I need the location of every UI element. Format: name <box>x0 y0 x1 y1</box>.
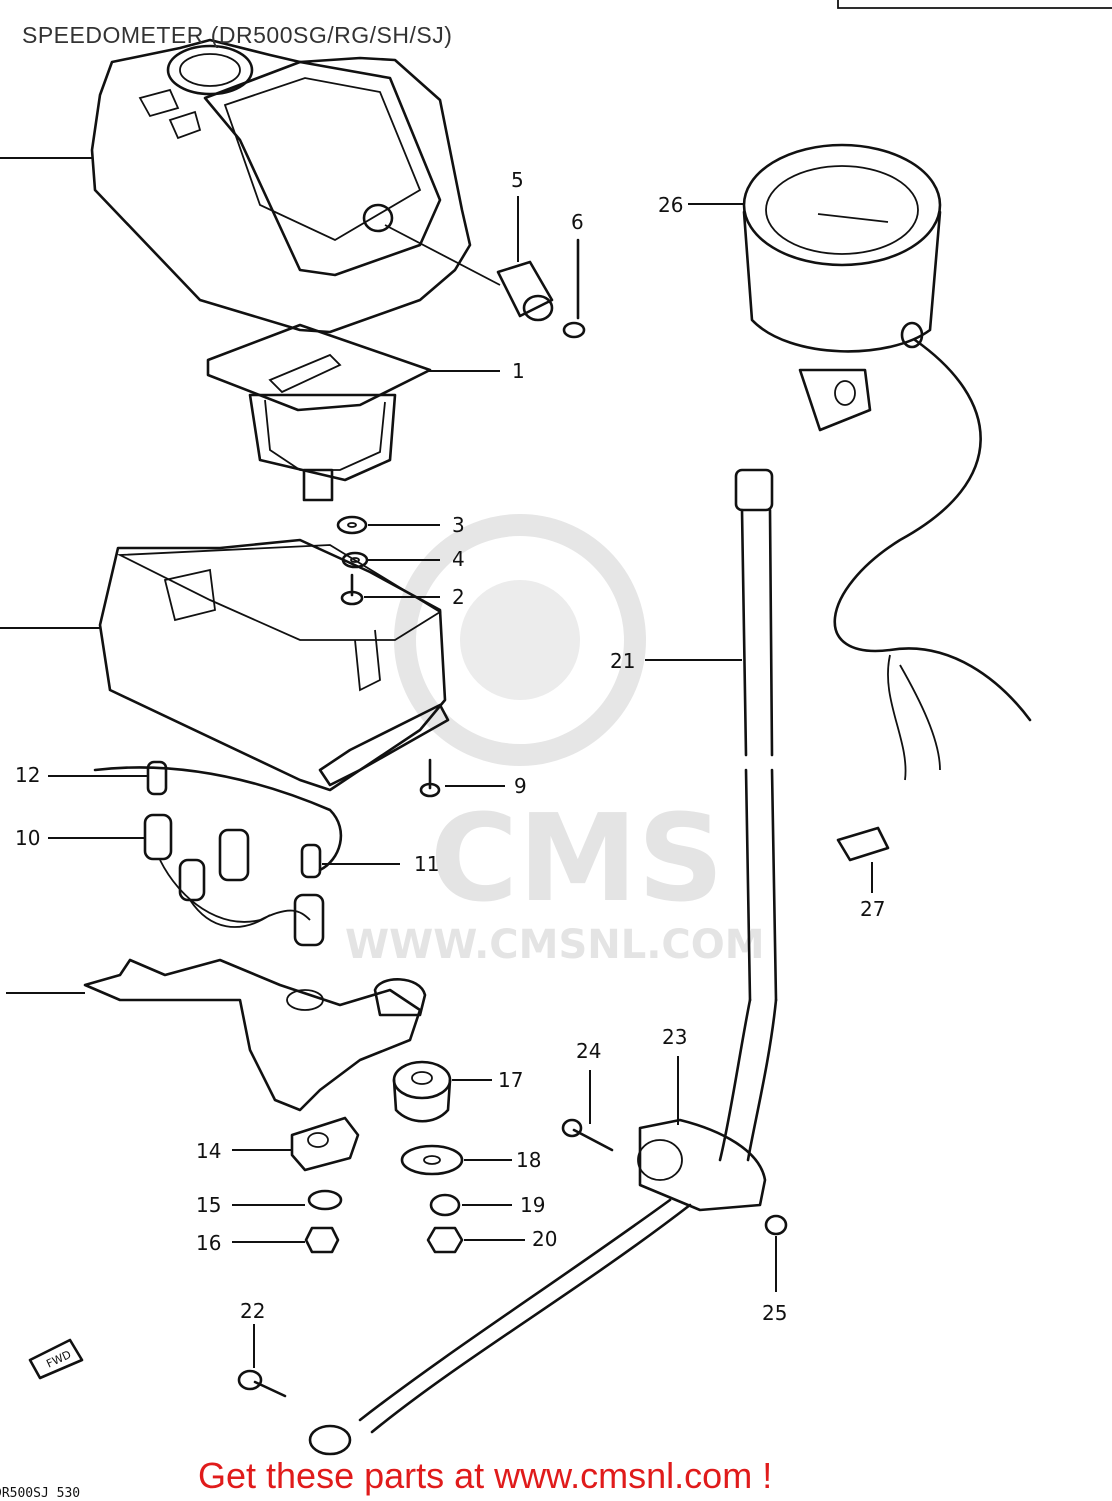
callout-25: 25 <box>762 1301 787 1325</box>
callout-19: 19 <box>520 1193 545 1217</box>
callout-10: 10 <box>15 826 40 850</box>
callout-27: 27 <box>860 897 885 921</box>
cmsnl-watermark: CMS WWW.CMSNL.COM <box>345 514 765 968</box>
bolt-24[interactable] <box>561 1070 614 1152</box>
washer-15[interactable] <box>232 1189 343 1211</box>
nut-25[interactable] <box>764 1214 788 1292</box>
watermark-brand: CMS <box>430 790 724 929</box>
callout-21: 21 <box>610 649 635 673</box>
bracket-nut-14[interactable] <box>232 1116 360 1172</box>
fwd-arrow-icon: FWD <box>28 1338 84 1380</box>
bulb-11 <box>300 843 322 879</box>
callout-15: 15 <box>196 1193 221 1217</box>
meter-bracket-part[interactable] <box>6 958 427 1112</box>
washer-3[interactable] <box>336 515 368 535</box>
washer-18[interactable] <box>400 1144 512 1176</box>
cable-clamp-23[interactable] <box>637 1056 767 1212</box>
nut-16[interactable] <box>232 1226 340 1254</box>
washer-19[interactable] <box>429 1193 512 1217</box>
grommet-27[interactable] <box>836 826 890 893</box>
callout-6: 6 <box>571 210 584 234</box>
callout-2: 2 <box>452 585 465 609</box>
footer-cta-link[interactable]: Get these parts at www.cmsnl.com ! <box>198 1455 773 1496</box>
page-reference: DR500SJ 530 <box>0 1486 81 1501</box>
callout-26: 26 <box>658 193 683 217</box>
callout-3: 3 <box>452 513 465 537</box>
meter-cover-part[interactable] <box>0 38 472 334</box>
callout-20: 20 <box>532 1227 557 1251</box>
bulb-socket-harness[interactable] <box>48 760 400 947</box>
grommet-17[interactable] <box>392 1060 492 1123</box>
meter-case-part[interactable] <box>0 538 450 792</box>
callout-22: 22 <box>240 1299 265 1323</box>
callout-5: 5 <box>511 168 524 192</box>
reset-knob-5[interactable] <box>384 196 554 322</box>
screw-22[interactable] <box>237 1324 287 1398</box>
bulb-12 <box>146 760 168 796</box>
speedometer-assembly-part[interactable] <box>206 323 500 502</box>
callout-23: 23 <box>662 1025 687 1049</box>
screw-6[interactable] <box>562 238 586 339</box>
callout-11: 11 <box>414 852 439 876</box>
frame-edge <box>837 0 1112 9</box>
callout-1: 1 <box>512 359 525 383</box>
tachometer-26[interactable] <box>688 143 1032 781</box>
nut-20[interactable] <box>426 1226 525 1254</box>
speedometer-cable-21[interactable] <box>308 468 778 1456</box>
screw-9[interactable] <box>419 758 505 798</box>
screw-2[interactable] <box>340 573 364 606</box>
callout-4: 4 <box>452 547 465 571</box>
watermark-url: WWW.CMSNL.COM <box>345 922 765 968</box>
callout-24: 24 <box>576 1039 601 1063</box>
diagram-title: SPEEDOMETER (DR500SG/RG/SH/SJ) <box>22 22 453 48</box>
callout-16: 16 <box>196 1231 221 1255</box>
callout-9: 9 <box>514 774 527 798</box>
callout-14: 14 <box>196 1139 221 1163</box>
callout-17: 17 <box>498 1068 523 1092</box>
callout-18: 18 <box>516 1148 541 1172</box>
callout-12: 12 <box>15 763 40 787</box>
